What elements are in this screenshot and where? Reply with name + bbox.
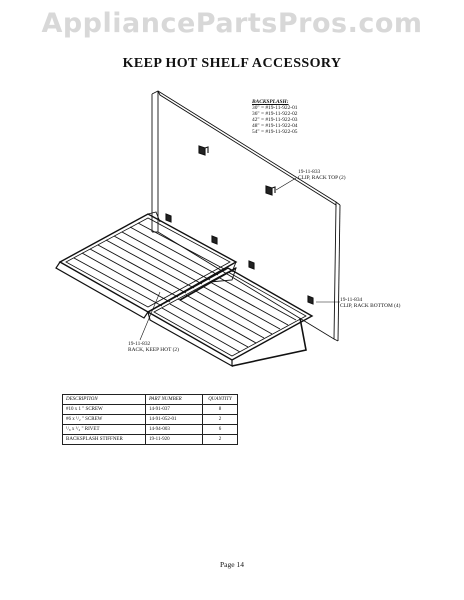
callout-part-number: 19-11-834: [340, 297, 363, 303]
cell-part-number: 19-11-920: [145, 434, 203, 445]
backsplash-heading: BACKSPLASH:: [252, 99, 289, 105]
clip-rack-top-left: [198, 145, 209, 156]
cell-description: #10 x 1 " SCREW: [62, 404, 146, 415]
backsplash-size-item: 54" = #19-11-922-05: [252, 129, 298, 135]
page-title: KEEP HOT SHELF ACCESSORY: [122, 56, 342, 71]
callout-description: CLIP, RACK TOP (2): [298, 175, 346, 181]
callout-rack-keep-hot: 19-11-832 RACK, KEEP HOT (2): [128, 341, 179, 353]
cell-description: #6 x ¹/₂ " SCREW: [62, 414, 146, 425]
table-header-row: DESCRIPTION PART NUMBER QUANTITY: [62, 394, 238, 405]
table-row: #6 x ¹/₂ " SCREW 14-91-052-01 2: [62, 414, 238, 425]
cell-quantity: 2: [202, 414, 238, 425]
page-number: Page 14: [220, 560, 244, 569]
callout-clip-rack-bottom: 19-11-834 CLIP, RACK BOTTOM (4): [340, 297, 400, 309]
clip-rack-bottom-4: [307, 295, 314, 305]
column-header-description: DESCRIPTION: [62, 394, 146, 405]
clip-rack-bottom-1: [165, 213, 172, 223]
cell-quantity: 2: [202, 434, 238, 445]
column-header-part-number: PART NUMBER: [145, 394, 203, 405]
callout-description: CLIP, RACK BOTTOM (4): [340, 303, 401, 309]
clip-rack-top-right: [265, 185, 276, 196]
backsplash-size-item: 48" = #19-11-922-04: [252, 123, 298, 129]
clip-rack-bottom-3: [248, 260, 255, 270]
backsplash-size-item: 36" = #19-11-922-02: [252, 111, 298, 117]
callout-part-number: 19-11-832: [128, 341, 151, 347]
keep-hot-rack-right: [146, 267, 314, 368]
cell-part-number: 14-91-037: [145, 404, 203, 415]
callout-part-number: 19-11-833: [298, 169, 321, 175]
cell-part-number: 14-94-003: [145, 424, 203, 435]
keep-hot-rack-left: [55, 211, 238, 319]
backsplash-size-item: 30" = #19-11-922-01: [252, 105, 298, 111]
backsplash-size-item: 42" = #19-11-922-03: [252, 117, 298, 123]
callout-description: RACK, KEEP HOT (2): [128, 347, 179, 353]
backsplash-size-list: BACKSPLASH: 30" = #19-11-922-01 36" = #1…: [252, 99, 297, 135]
cell-part-number: 14-91-052-01: [145, 414, 203, 425]
watermark-text: AppliancePartsPros.com: [41, 8, 423, 39]
cell-quantity: 8: [202, 404, 238, 415]
cell-description: ¹/₈ x ¹/₄ " RIVET: [62, 424, 146, 435]
cell-description: BACKSPLASH STIFFNER: [62, 434, 146, 445]
callout-clip-rack-top: 19-11-833 CLIP, RACK TOP (2): [298, 169, 346, 181]
table-row: #10 x 1 " SCREW 14-91-037 8: [62, 404, 238, 415]
table-row: ¹/₈ x ¹/₄ " RIVET 14-94-003 6: [62, 424, 238, 435]
clip-rack-bottom-2: [211, 235, 218, 245]
column-header-quantity: QUANTITY: [202, 394, 238, 405]
cell-quantity: 6: [202, 424, 238, 435]
table-row: BACKSPLASH STIFFNER 19-11-920 2: [62, 434, 238, 445]
parts-table: DESCRIPTION PART NUMBER QUANTITY #10 x 1…: [62, 394, 238, 445]
